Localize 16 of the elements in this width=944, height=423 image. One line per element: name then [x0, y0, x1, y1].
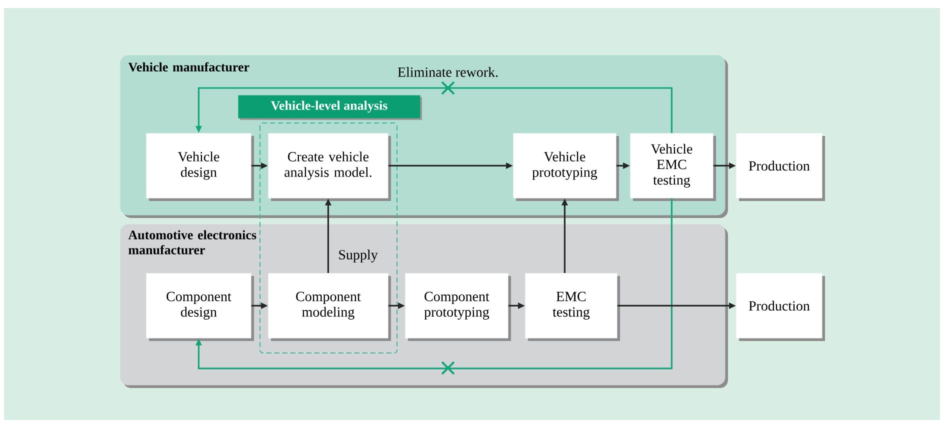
process-box: Component modeling — [268, 273, 391, 341]
panel-heading: Vehicle manufacturer — [128, 62, 250, 72]
edge-label: Eliminate rework. — [396, 66, 500, 78]
panel-heading: Automotive electronics manufacturer — [128, 230, 256, 254]
process-box: Vehicle design — [146, 133, 254, 201]
process-box: Production — [736, 133, 826, 201]
process-box: Vehicle EMC testing — [630, 133, 716, 201]
process-box: EMC testing — [525, 273, 620, 341]
arrow — [195, 198, 672, 370]
process-box: Component prototyping — [405, 273, 511, 341]
process-box: Create vehicle analysis model. — [268, 133, 391, 201]
tag-label: Vehicle-level analysis — [238, 95, 422, 120]
edge-label: Supply — [337, 248, 379, 264]
process-box: Vehicle prototyping — [513, 133, 619, 201]
process-box: Component design — [146, 273, 254, 341]
process-box: Production — [736, 273, 826, 341]
